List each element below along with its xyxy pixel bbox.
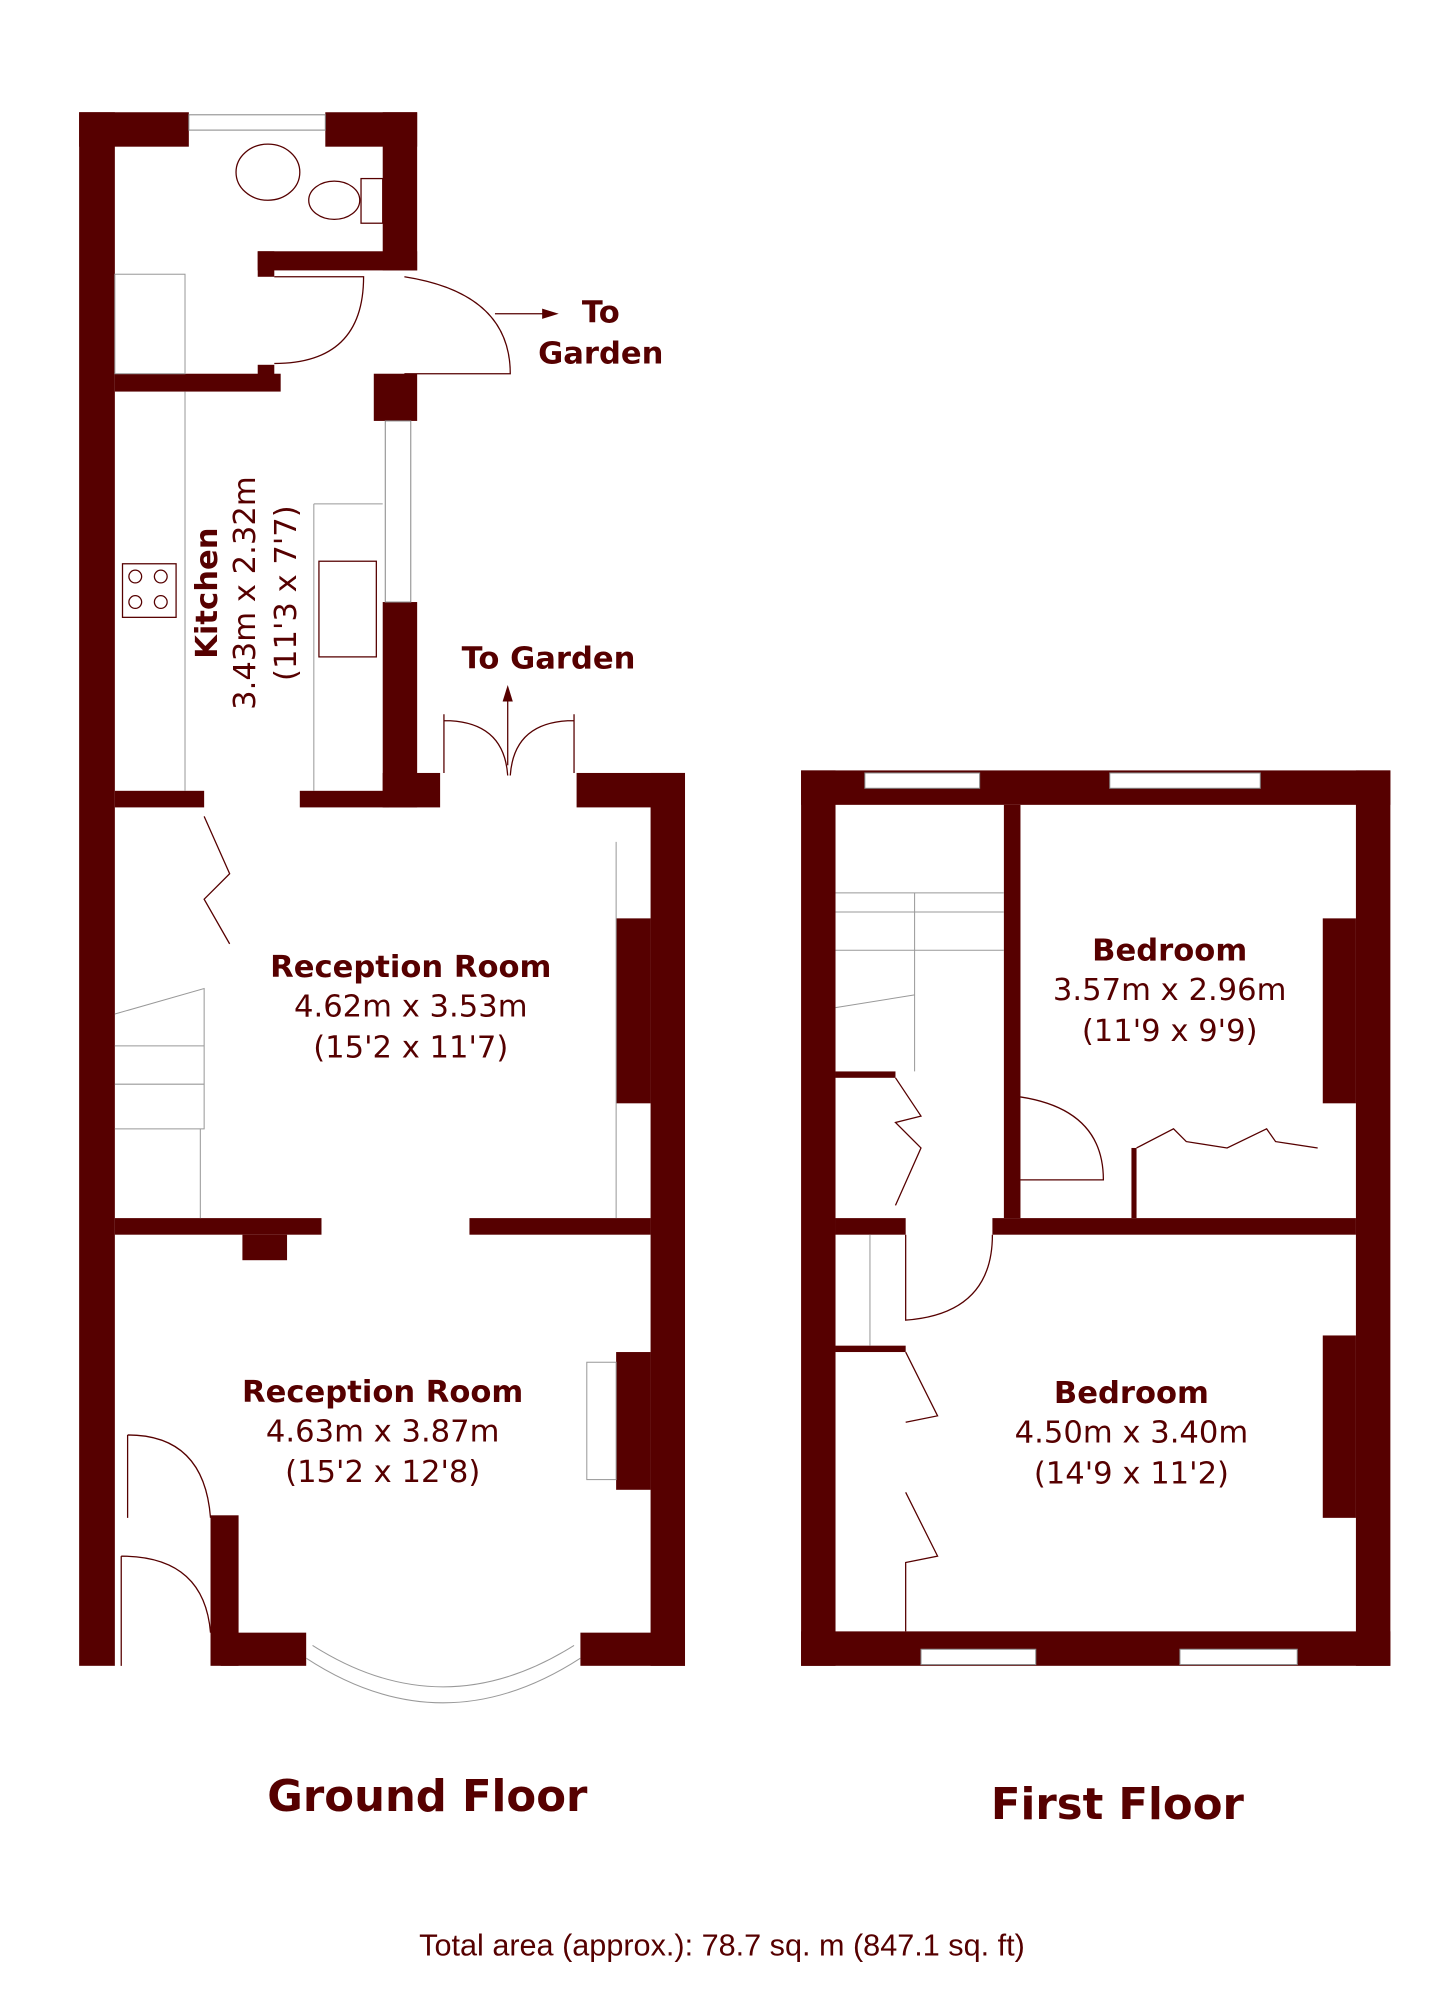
ground-floor-title: Ground Floor (267, 1772, 588, 1822)
shower-tray (114, 273, 186, 375)
svg-text:Kitchen: Kitchen (190, 527, 225, 658)
svg-text:4.62m x 3.53m: 4.62m x 3.53m (294, 990, 528, 1025)
bay-window (305, 1644, 581, 1704)
first-floor-plan: Bedroom 3.57m x 2.96m (11'9 x 9'9) Bedro… (801, 770, 1391, 1830)
reception-room-2-label: Reception Room 4.63m x 3.87m (15'2 x 12'… (242, 1375, 523, 1490)
fixtures (114, 143, 617, 1481)
svg-text:(15'2 x 11'7): (15'2 x 11'7) (313, 1030, 508, 1065)
total-area: Total area (approx.): 78.7 sq. m (847.1 … (419, 1928, 1025, 1962)
first-floor-walls (801, 770, 1391, 1666)
ground-floor-plan: To Garden To Garden Kitchen 3.43m x 2.32… (79, 112, 686, 1822)
svg-text:(11'9 x 9'9): (11'9 x 9'9) (1082, 1014, 1258, 1049)
doors (894, 1077, 1318, 1632)
doors (120, 276, 575, 1666)
to-garden-rear-label: To Garden (462, 641, 636, 676)
svg-text:Bedroom: Bedroom (1054, 1376, 1209, 1411)
stairs (835, 892, 1004, 1346)
wc-basin (235, 143, 301, 201)
window (1179, 1648, 1298, 1666)
wc-window (188, 114, 326, 131)
window (920, 1648, 1037, 1666)
first-floor-title: First Floor (991, 1780, 1245, 1830)
svg-text:3.57m x 2.96m: 3.57m x 2.96m (1053, 973, 1287, 1008)
svg-text:4.63m x 3.87m: 4.63m x 3.87m (266, 1414, 500, 1449)
kitchen-window (384, 420, 412, 603)
svg-text:Reception Room: Reception Room (270, 950, 551, 985)
bedroom-2-label: Bedroom 4.50m x 3.40m (14'9 x 11'2) (1015, 1376, 1249, 1491)
svg-text:(15'2 x 12'8): (15'2 x 12'8) (285, 1455, 480, 1490)
svg-text:Bedroom: Bedroom (1092, 933, 1247, 968)
to-garden-side-label-1: To (582, 296, 620, 331)
svg-text:(11'3 x 7'7): (11'3 x 7'7) (269, 505, 304, 681)
bedroom-1-label: Bedroom 3.57m x 2.96m (11'9 x 9'9) (1053, 933, 1287, 1048)
kitchen-label: Kitchen 3.43m x 2.32m (11'3 x 7'7) (190, 476, 304, 710)
window (864, 772, 981, 789)
window (1109, 772, 1261, 789)
reception-room-1-label: Reception Room 4.62m x 3.53m (15'2 x 11'… (270, 950, 551, 1065)
toilet (308, 180, 361, 221)
svg-text:3.43m x 2.32m: 3.43m x 2.32m (228, 476, 263, 710)
stairs (114, 987, 205, 1219)
hob-icon (121, 563, 177, 618)
to-garden-side-label-2: Garden (538, 337, 663, 372)
sink-icon (318, 560, 377, 658)
ground-floor-walls (79, 112, 686, 1666)
svg-text:Reception Room: Reception Room (242, 1375, 523, 1410)
svg-text:4.50m x 3.40m: 4.50m x 3.40m (1015, 1416, 1249, 1451)
svg-text:(14'9 x 11'2): (14'9 x 11'2) (1034, 1456, 1229, 1491)
